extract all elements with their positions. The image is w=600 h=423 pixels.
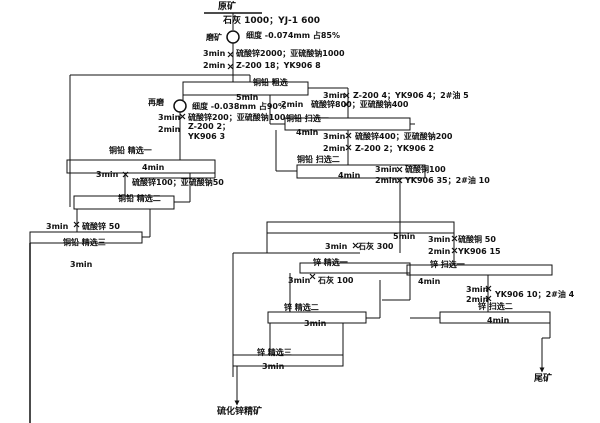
regrind-mill-icon [173,99,187,113]
r-zn-clean1-reagent: 石灰 300 [358,242,394,251]
r-pb-scav1-time2: 2min [281,100,304,109]
pb-clean3-time: 3min [70,260,93,269]
r1-time2: 2min [203,61,226,70]
r-zn-scav2-time2: 2min [466,295,489,304]
r-pb-clean1-time1: 3min [158,113,181,122]
r-zn-scav1-time1: 3min [428,235,451,244]
r-pb-scav2-time1: 3min [323,132,346,141]
zn-rougher-time: 5min [393,232,416,241]
r-zn-scav2-time1: 3min [466,285,489,294]
regrind-label: 再磨 [148,98,164,107]
pb-clean1-time: 4min [142,163,165,172]
r-pb-scav1-time1: 3min [323,91,346,100]
r-pb-clean3-time: 3min [46,222,69,231]
r-pb-scav2-time2: 2min [323,144,346,153]
r-pb-scav1-line2: 硫酸锌800；亚硫酸钠400 [311,100,409,109]
r-zn-scav1-time2: 2min [428,247,451,256]
pb-clean2-label: 铜铅 精选二 [118,194,161,203]
pb-scav1-label: 铜铅 扫选一 [286,114,329,123]
pb-rougher-label: 铜铅 粗选 [253,78,288,87]
feed-label: 原矿 [218,2,237,12]
zn-scav1-label: 锌 扫选一 [430,260,465,269]
zn-scav1-cell [406,264,553,276]
r-pb-clean3-reagent: 硫酸锌 50 [82,222,120,231]
r-zn-scav1-line1: 硫酸铜 50 [458,235,496,244]
r-zn-rougher-line2: YK906 35；2#油 10 [405,176,490,185]
zn-concentrate-label: 硫化锌精矿 [217,407,263,417]
zn-clean2-label: 锌 精选二 [284,303,319,312]
pb-rougher-time: 5min [236,93,259,102]
r-pb-clean2-time: 3min [96,170,119,179]
pb-scav2-label: 铜铅 扫选二 [297,155,340,164]
r-pb-scav2-line1: 硫酸锌400；亚硫酸钠200 [355,132,453,141]
pb-scav1-time: 4min [296,128,319,137]
zn-scav2-time: 4min [487,316,510,325]
r-pb-clean1-time2: 2min [158,125,181,134]
r-zn-scav2-line2: YK906 10；2#油 4 [495,290,575,299]
r-zn-clean2-time: 3min [288,276,311,285]
feed-reagents: 石灰 1000；YJ-1 600 [223,16,320,26]
r-zn-clean2-reagent: 石灰 100 [318,276,354,285]
r-zn-rougher-line1: 硫酸铜100 [405,165,446,174]
r-zn-clean1-time: 3min [325,242,348,251]
zn-rougher-cell [266,221,455,234]
pb-clean1-cell [66,159,216,174]
r-zn-rougher-time1: 3min [375,165,398,174]
r-pb-scav2-line2: Z-200 2；YK906 2 [355,144,435,153]
zn-scav2-label: 锌 扫选二 [478,302,513,311]
r-pb-clean1-line2a: Z-200 2； [188,122,231,131]
zn-clean3-label: 锌 精选三 [257,348,292,357]
regrind-fineness: 细度 -0.038mm 占90% [192,102,287,111]
pb-clean1-label: 铜铅 精选一 [109,146,152,155]
grinding-mill-icon [226,30,240,44]
r-pb-clean1-line2b: YK906 3 [188,132,226,141]
pb-clean3-label: 铜铅 精选三 [63,238,106,247]
zn-clean2-time: 3min [304,319,327,328]
r1-line1: 硫酸锌2000；亚硫酸钠1000 [236,49,345,58]
r-pb-clean1-line1: 硫酸锌200；亚硫酸钠100 [188,113,286,122]
r1-time1: 3min [203,49,226,58]
r1-line2: Z-200 18；YK906 8 [236,61,321,70]
zn-scav1-time: 4min [418,277,441,286]
r-zn-rougher-time2: 2min [375,176,398,185]
grinding-label: 磨矿 [206,33,222,42]
zn-clean3-time: 3min [262,362,285,371]
r-pb-scav1-line1: Z-200 4；YK906 4；2#油 5 [353,91,469,100]
tailings-label: 尾矿 [534,374,553,384]
r-zn-scav1-line2: YK906 15 [458,247,501,256]
pb-scav2-time: 4min [338,171,361,180]
zn-clean1-label: 锌 精选一 [313,258,348,267]
r-pb-clean2-reagent: 硫酸锌100；亚硫酸钠50 [132,178,224,187]
grinding-fineness: 细度 -0.074mm 占85% [246,31,341,40]
zn-clean3-cell [232,354,344,367]
